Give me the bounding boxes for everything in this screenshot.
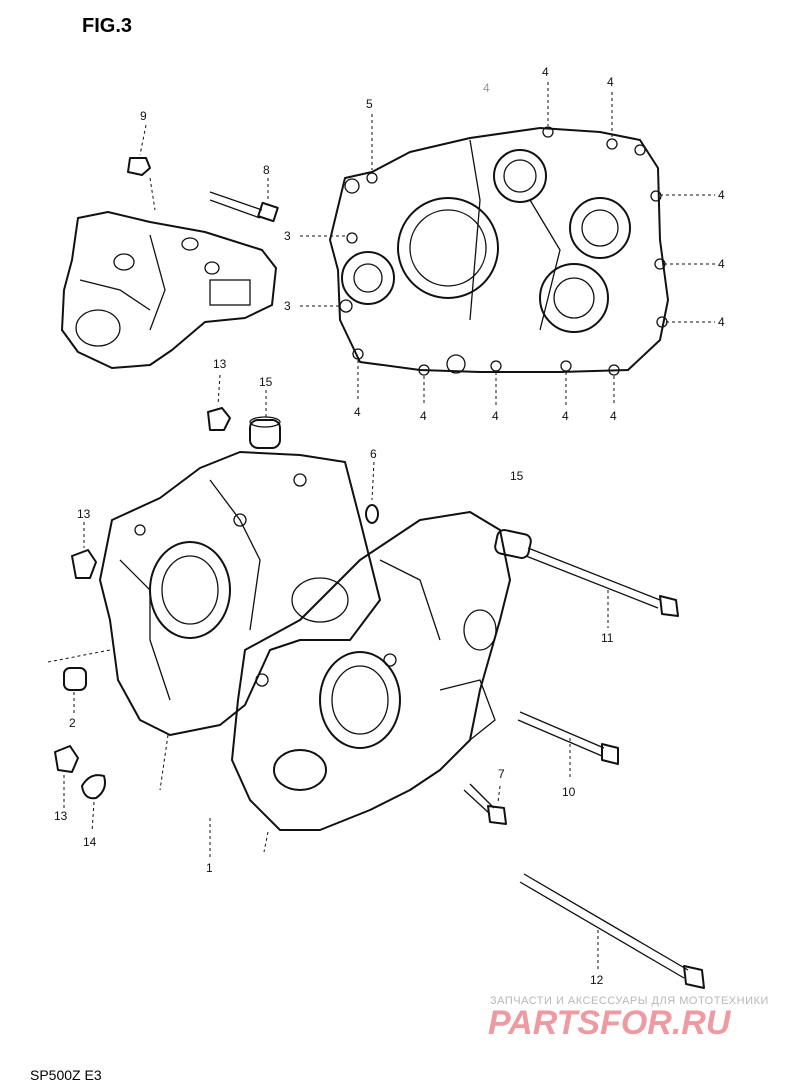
callout-3-b: 3 xyxy=(284,299,291,313)
nut-9 xyxy=(127,157,151,176)
callout-5: 5 xyxy=(366,97,373,111)
callout-4-bottom-a: 4 xyxy=(354,405,361,419)
dowel-2 xyxy=(63,667,87,691)
callout-4-bottom-e: 4 xyxy=(610,409,617,423)
callout-15-lower: 15 xyxy=(510,469,524,483)
crankcase-assembly-left-half xyxy=(99,451,381,736)
dowel-15-upper xyxy=(249,416,281,449)
callout-4-bottom-b: 4 xyxy=(420,409,427,423)
bolt-7 xyxy=(463,783,507,825)
callout-4-top-a: 4 xyxy=(542,65,549,79)
callout-4-right-a: 4 xyxy=(718,188,725,202)
callout-2: 2 xyxy=(69,716,76,730)
callout-1: 1 xyxy=(206,861,213,875)
callout-13-middle: 13 xyxy=(77,507,91,521)
nut-13-lower xyxy=(54,745,79,773)
callout-4-top-b: 4 xyxy=(607,75,614,89)
callout-12: 12 xyxy=(590,973,604,987)
bolt-11 xyxy=(525,547,679,617)
callout-14: 14 xyxy=(83,835,97,849)
callout-4-bottom-d: 4 xyxy=(562,409,569,423)
callout-8: 8 xyxy=(263,163,270,177)
dowel-15-lower xyxy=(494,529,532,559)
crankcase-assembly-right-half xyxy=(231,511,511,831)
callout-4-right-c: 4 xyxy=(718,315,725,329)
callout-9: 9 xyxy=(140,109,147,123)
bolt-12 xyxy=(519,873,705,989)
crankcase-cover-upper-left xyxy=(61,211,277,369)
callout-13-upper: 13 xyxy=(213,357,227,371)
callout-7: 7 xyxy=(498,767,505,781)
callout-3-a: 3 xyxy=(284,229,291,243)
callout-4-bottom-c: 4 xyxy=(492,409,499,423)
o-ring-6 xyxy=(365,504,379,524)
callout-4-right-b: 4 xyxy=(718,257,725,271)
callout-10: 10 xyxy=(562,785,576,799)
figure-title: FIG.3 xyxy=(82,15,132,37)
callout-13-lower: 13 xyxy=(54,809,68,823)
callout-15-upper: 15 xyxy=(259,375,273,389)
bolt-8 xyxy=(209,191,279,223)
callout-6: 6 xyxy=(370,447,377,461)
crankcase-half-top-right xyxy=(329,126,669,376)
clip-14 xyxy=(81,774,106,800)
callout-4-faint: 4 xyxy=(483,81,490,95)
nut-13-upper xyxy=(207,407,231,431)
watermark-brand: PARTSFOR.RU xyxy=(488,1004,732,1042)
nut-13-middle xyxy=(71,549,97,579)
bolt-10 xyxy=(517,711,619,765)
watermark-tagline: ЗАПЧАСТИ И АКСЕССУАРЫ ДЛЯ МОТОТЕХНИКИ xyxy=(490,995,769,1007)
callout-11: 11 xyxy=(601,631,614,645)
footer-code: SP500Z E3 xyxy=(30,1067,102,1083)
